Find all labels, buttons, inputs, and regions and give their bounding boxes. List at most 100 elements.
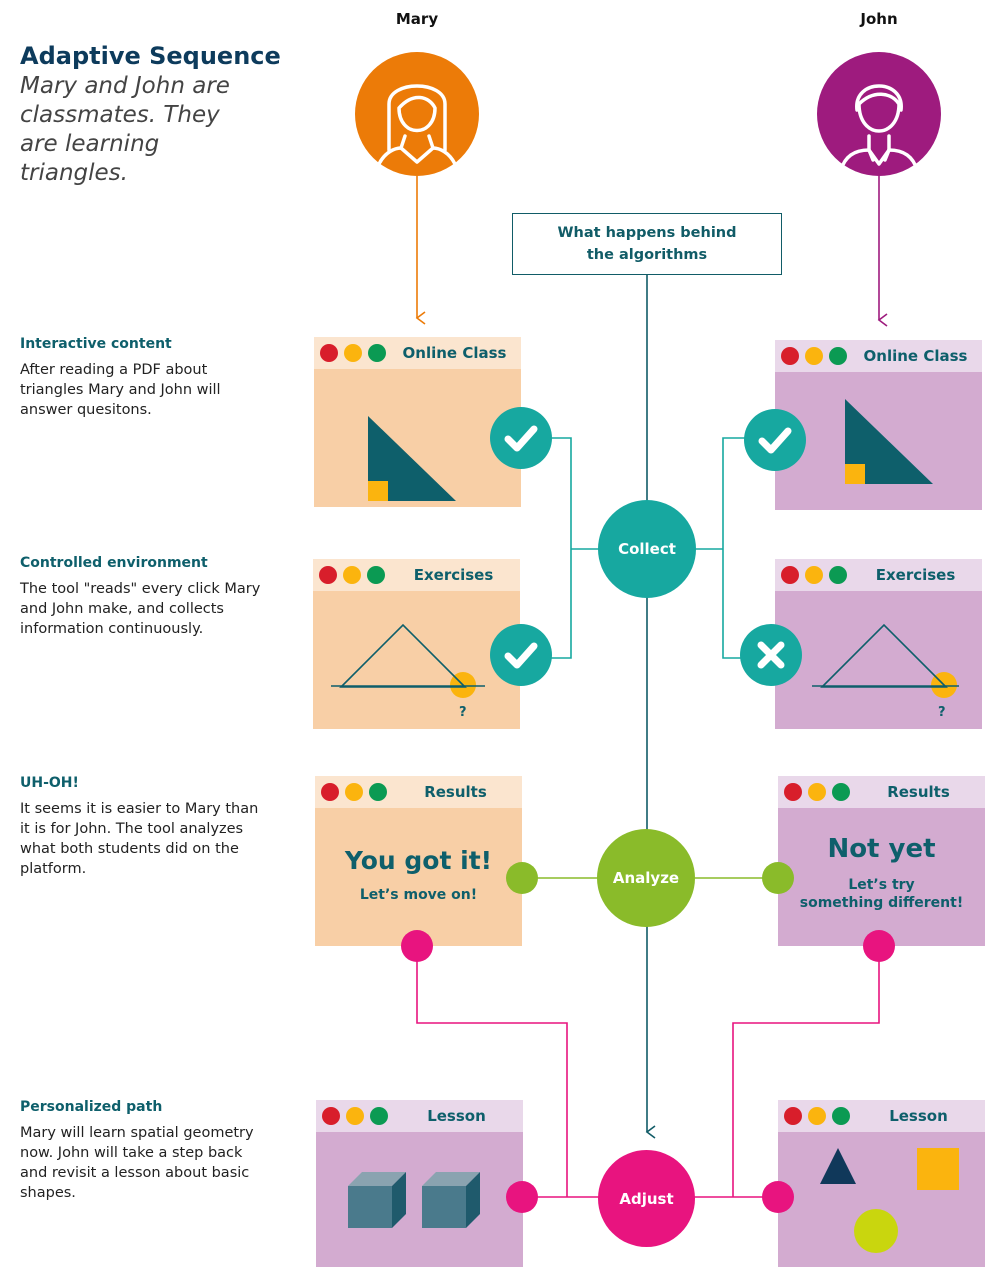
window-dot-red [320,344,338,362]
window-title: Results [887,783,950,801]
john-lesson-window: Lesson [778,1100,985,1267]
results-node-mary [401,930,433,962]
step-body: After reading a PDF about triangles Mary… [20,362,221,418]
window-title: Results [424,783,487,801]
result-message: Let’s move on! [359,887,478,903]
window-titlebar: Exercises [775,559,982,591]
analyze-node-mary [506,862,538,894]
step-heading: Personalized path [20,1099,163,1115]
window-dot-red [321,783,339,801]
step-personalized-path: Personalized path Mary will learn spatia… [20,1099,265,1203]
page-subtitle: Mary and John are classmates. They are l… [20,73,230,186]
john-avatar [817,52,941,176]
check-icon [504,425,538,452]
window-dot-yellow [808,783,826,801]
adjust-node-john [762,1181,794,1213]
window-dot-green [370,1107,388,1125]
window-title: Lesson [889,1107,948,1125]
result-headline: You got it! [344,846,493,875]
mary-results-window: Results You got it! Let’s move on! [315,776,522,946]
mary-online-class-window: Online Class [314,337,521,507]
results-node-john [863,930,895,962]
john-online-check-badge [744,409,806,471]
step-heading: UH-OH! [20,775,79,791]
window-dot-red [319,566,337,584]
step-controlled-environment: Controlled environment The tool "reads" … [20,555,270,639]
triangle-icon [331,623,485,698]
window-titlebar: Results [315,776,522,808]
window-titlebar: Exercises [313,559,520,591]
adjust-hub: Adjust [598,1150,695,1247]
page-title: Adaptive Sequence [20,42,281,70]
check-icon [758,427,792,454]
window-dot-red [784,783,802,801]
window-dot-green [367,566,385,584]
circle-icon [854,1209,898,1253]
analyze-node-john [762,862,794,894]
john-results-window: Results Not yet Let’s try something diff… [778,776,985,946]
step-interactive-content: Interactive content After reading a PDF … [20,336,240,420]
window-dot-yellow [343,566,361,584]
window-body: ? [775,591,982,729]
step-body: Mary will learn spatial geometry now. Jo… [20,1125,254,1201]
mary-exercises-window: Exercises ? [313,559,520,729]
john-online-class-window: Online Class [775,340,982,510]
cube-icon [348,1172,480,1228]
window-body: Not yet Let’s try something different! [778,808,985,946]
window-dot-yellow [805,566,823,584]
behind-box-text: What happens behind the algorithms [557,225,737,263]
adjust-node-mary [506,1181,538,1213]
mary-exercise-check-badge [490,624,552,686]
window-dot-yellow [345,783,363,801]
behind-the-algorithms-box: What happens behind the algorithms [512,213,782,275]
window-title: Exercises [413,566,494,584]
collect-hub: Collect [598,500,696,598]
window-dot-green [369,783,387,801]
window-titlebar: Lesson [778,1100,985,1132]
window-titlebar: Lesson [316,1100,523,1132]
user-female-icon [377,84,457,166]
window-dot-green [832,1107,850,1125]
window-dot-yellow [344,344,362,362]
triangle-icon [368,416,456,501]
window-dot-green [829,347,847,365]
john-exercises-window: Exercises ? [775,559,982,729]
window-titlebar: Results [778,776,985,808]
step-heading: Controlled environment [20,555,208,571]
step-body: The tool "reads" every click Mary and Jo… [20,581,261,637]
window-title: Online Class [863,347,968,365]
window-body [316,1132,523,1267]
window-dot-green [368,344,386,362]
window-dot-red [322,1107,340,1125]
mary-online-check-badge [490,407,552,469]
window-body: ? [313,591,520,729]
x-icon [757,641,785,669]
result-headline: Not yet [827,834,936,864]
mary-name-label: Mary [395,10,439,28]
user-male-icon [839,84,919,172]
window-body: You got it! Let’s move on! [315,808,522,946]
window-titlebar: Online Class [314,337,521,369]
window-title: Exercises [875,566,956,584]
triangle-icon [820,1148,856,1184]
step-uh-oh: UH-OH! It seems it is easier to Mary tha… [20,775,265,879]
john-name-label: John [860,10,898,28]
mary-avatar [355,52,479,176]
result-message-line-1: Let’s try [848,877,915,893]
basic-shapes [820,1148,959,1253]
result-message-line-2: something different! [799,895,964,911]
john-exercise-fail-badge [740,624,802,686]
analyze-hub: Analyze [597,829,695,927]
exercise-question-mark: ? [459,705,467,720]
window-dot-yellow [808,1107,826,1125]
window-title: Lesson [427,1107,486,1125]
square-icon [917,1148,959,1190]
window-dot-green [832,783,850,801]
window-titlebar: Online Class [775,340,982,372]
exercise-question-mark: ? [938,705,946,720]
step-body: It seems it is easier to Mary than it is… [20,801,259,877]
window-body [314,369,521,507]
window-dot-yellow [346,1107,364,1125]
triangle-icon [812,623,959,698]
